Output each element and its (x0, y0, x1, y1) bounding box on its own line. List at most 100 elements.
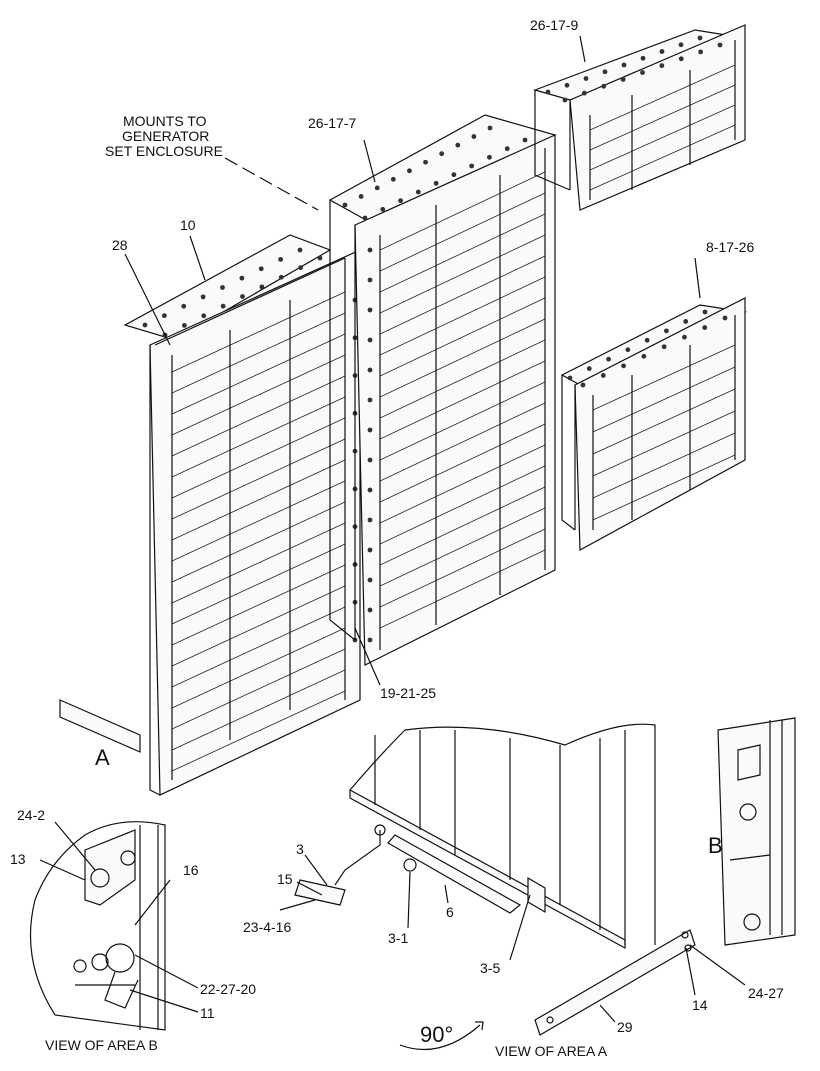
bolt (625, 347, 631, 353)
bolt (181, 322, 187, 328)
label-26-17-9: 26-17-9 (530, 17, 578, 33)
label-view-area-b: VIEW OF AREA B (45, 1037, 158, 1053)
louver-slat (379, 234, 546, 314)
louver-slat (171, 648, 346, 730)
label-3-1: 3-1 (388, 930, 408, 946)
louver-slat (171, 564, 346, 646)
label-14: 14 (692, 997, 708, 1013)
louver-slat (171, 543, 346, 625)
louver-slat (171, 333, 346, 415)
bolt (367, 307, 373, 313)
bolt (358, 194, 364, 199)
label-22-27-20: 22-27-20 (200, 981, 256, 997)
bolt (380, 206, 386, 212)
bolt (398, 198, 403, 204)
bolt (602, 69, 608, 75)
bolt (367, 367, 373, 373)
bolt (487, 125, 493, 131)
bolt (451, 172, 457, 178)
bolt (367, 337, 373, 343)
bolt (367, 277, 373, 283)
bolt (455, 142, 461, 148)
callout-labels: MOUNTS TO GENERATOR SET ENCLOSURE 26-17-… (10, 17, 784, 1059)
louver-panel-left (59, 234, 361, 796)
bolt (522, 137, 528, 143)
label-19-21-25: 19-21-25 (380, 685, 436, 701)
bolt (390, 176, 396, 182)
bolt (562, 97, 568, 103)
louver-slat (592, 454, 736, 521)
louver-slat (379, 276, 546, 356)
louver-slat (379, 360, 546, 440)
louver-slat (379, 444, 546, 524)
bolt (161, 313, 167, 319)
bolt (640, 55, 646, 61)
louver-slat (379, 402, 546, 482)
louver-slat (171, 522, 346, 604)
label-15: 15 (277, 871, 293, 887)
bolt (181, 303, 187, 309)
bolt (567, 375, 573, 381)
bolt (220, 303, 226, 309)
bolt (469, 163, 475, 169)
louver-slat (171, 606, 346, 688)
louver-slat (589, 124, 736, 191)
bolt (659, 63, 665, 69)
bolt (702, 325, 708, 330)
label-90-degrees: 90° (420, 1022, 453, 1047)
bolt (433, 180, 439, 186)
bolt (678, 42, 684, 48)
label-A: A (95, 745, 110, 770)
louver-slat (379, 339, 546, 419)
louver-slat (592, 344, 736, 411)
louver-panel-lower-right (560, 297, 748, 551)
louver-slat (171, 627, 346, 709)
louver-slat (171, 291, 346, 373)
label-8-17-26: 8-17-26 (706, 239, 754, 255)
bolt (201, 313, 207, 319)
bolt (259, 284, 265, 290)
label-24-27: 24-27 (748, 985, 784, 1001)
bolt (702, 309, 708, 315)
bolt (606, 356, 611, 362)
bolt (367, 397, 373, 403)
bolt (342, 202, 348, 208)
right-partial-panel (717, 717, 796, 946)
bolt (407, 168, 412, 174)
louver-slat (379, 171, 546, 251)
louver-slat (171, 669, 346, 751)
louver-slat (379, 297, 546, 377)
bolt (298, 265, 304, 271)
label-29: 29 (617, 1019, 633, 1035)
bolt (367, 517, 373, 523)
bolt (621, 62, 627, 68)
detail-view-area-a (294, 723, 696, 1051)
louver-slat (171, 459, 346, 541)
bolt (545, 89, 551, 95)
bolt (220, 285, 225, 290)
bolt (423, 159, 428, 165)
label-view-area-a: VIEW OF AREA A (495, 1043, 608, 1059)
bolt (487, 154, 492, 160)
leader-lines (39, 35, 746, 1023)
label-10: 10 (180, 217, 196, 233)
bolt (661, 344, 667, 350)
louver-slat (171, 438, 346, 520)
bolt (367, 547, 373, 553)
louver-slat (592, 432, 736, 499)
louver-slat (379, 255, 546, 335)
bolt (439, 151, 445, 157)
louver-slat (171, 480, 346, 562)
louver-slat (379, 507, 546, 587)
label-mounts-3: SET ENCLOSURE (105, 143, 223, 159)
bolt (278, 274, 284, 280)
label-3-5: 3-5 (480, 960, 500, 976)
bolt (367, 247, 373, 253)
bolt (644, 337, 650, 343)
bolt (239, 275, 245, 281)
bolt (278, 256, 284, 262)
louver-slat (379, 528, 546, 608)
bolt (564, 82, 570, 88)
detail-view-area-b (29, 821, 166, 1031)
